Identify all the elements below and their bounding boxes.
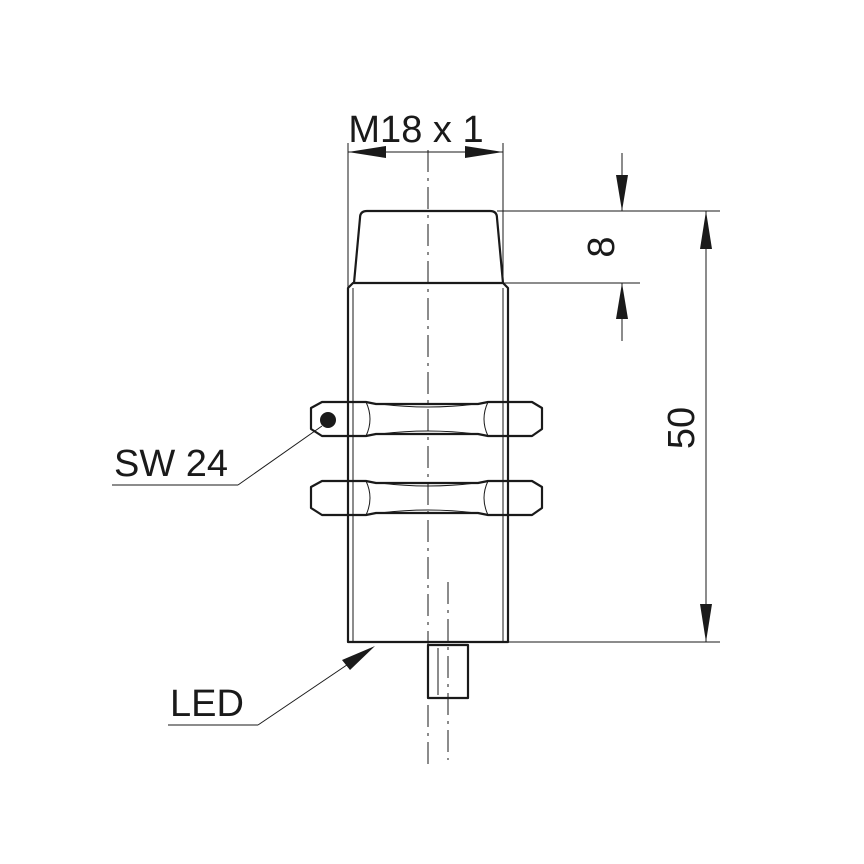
lower-nut — [309, 479, 544, 517]
overall-length-dimension: 50 — [508, 210, 720, 643]
face-length-label: 8 — [581, 236, 623, 257]
thread-dimension: M18 x 1 — [347, 109, 504, 288]
led-callout: LED — [168, 646, 375, 726]
led-indicator-dot — [320, 412, 336, 428]
wrench-size-label: SW 24 — [114, 443, 228, 485]
wrench-size-callout: SW 24 — [112, 425, 323, 486]
sensing-head — [352, 209, 505, 284]
threaded-body — [346, 281, 510, 644]
face-length-dimension: 8 — [497, 153, 640, 341]
thread-label: M18 x 1 — [348, 109, 483, 151]
upper-nut — [309, 400, 544, 438]
cable-stub — [426, 582, 470, 760]
overall-length-label: 50 — [661, 407, 703, 449]
led-label: LED — [170, 683, 244, 725]
